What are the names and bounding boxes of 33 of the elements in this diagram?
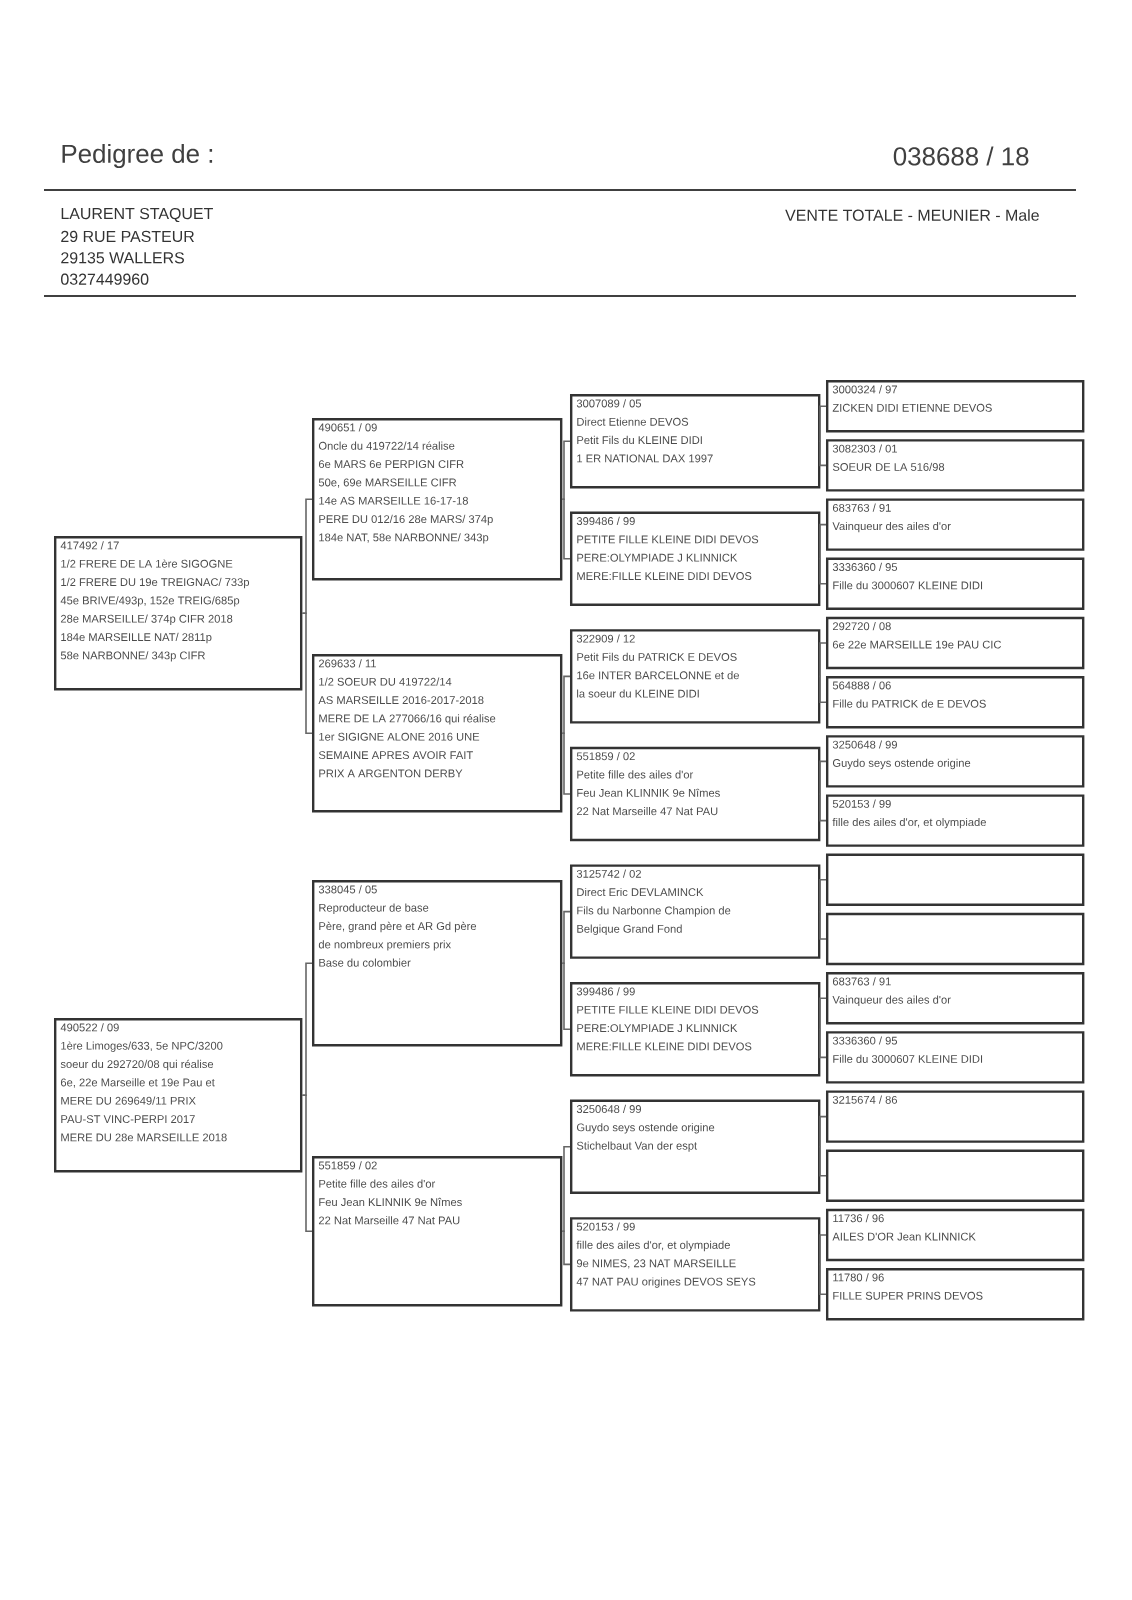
connector-line bbox=[561, 1230, 571, 1266]
connector-line bbox=[819, 1115, 827, 1148]
connector-line bbox=[301, 962, 313, 1096]
connector-line bbox=[561, 675, 571, 734]
empty-box bbox=[826, 1149, 1085, 1202]
connector-line bbox=[819, 440, 827, 467]
empty-box bbox=[826, 912, 1085, 966]
connector-line bbox=[819, 558, 827, 585]
connector-line bbox=[301, 612, 313, 734]
connector-line bbox=[819, 1028, 827, 1059]
connector-line bbox=[301, 1094, 313, 1232]
connector-line bbox=[819, 997, 827, 1030]
connector-line bbox=[561, 910, 571, 964]
empty-box bbox=[826, 853, 1085, 906]
ring-number: 038688 / 18 bbox=[893, 146, 1029, 166]
connector-line bbox=[819, 1263, 827, 1295]
connector-line bbox=[819, 793, 827, 822]
connector-line bbox=[819, 523, 827, 560]
connector-line bbox=[819, 760, 827, 795]
connector-line bbox=[301, 498, 313, 614]
connector-line bbox=[819, 642, 827, 678]
connector-line bbox=[561, 962, 571, 1030]
connector-line bbox=[561, 498, 571, 560]
page-title: Pedigree de : bbox=[62, 143, 213, 169]
connector-line bbox=[819, 405, 827, 442]
connector-line bbox=[819, 1234, 827, 1266]
connector-line bbox=[819, 1146, 827, 1177]
connector-line bbox=[819, 879, 827, 913]
connector-line bbox=[561, 1146, 571, 1232]
connector-line bbox=[819, 910, 827, 940]
connector-line bbox=[561, 440, 571, 500]
connector-line bbox=[561, 732, 571, 795]
connector-line bbox=[819, 675, 827, 703]
